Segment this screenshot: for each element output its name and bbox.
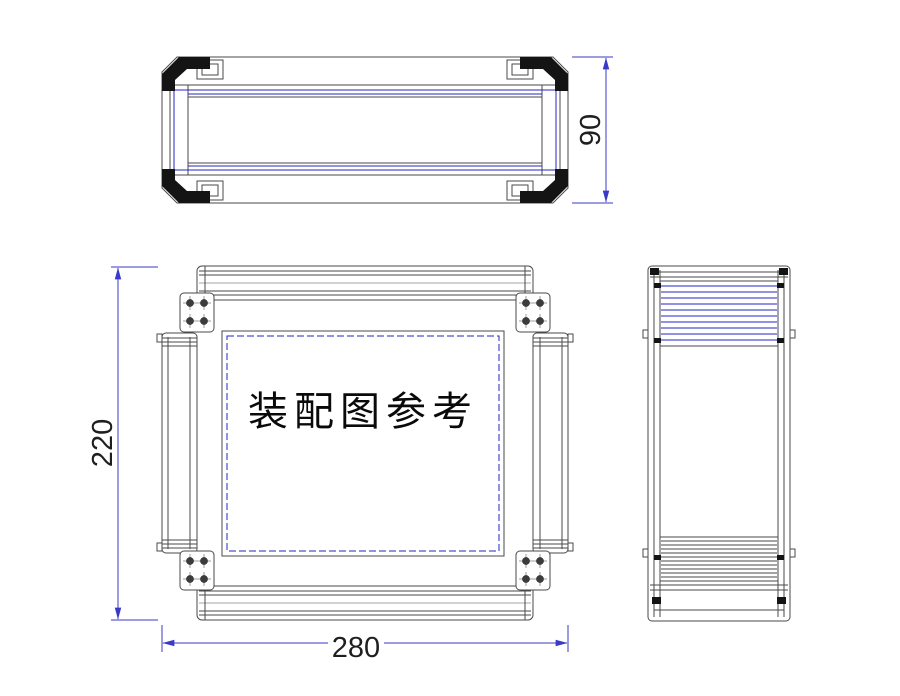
top-view-profile-lines xyxy=(166,84,564,176)
corner-cap-bottom-right xyxy=(520,169,568,203)
dim-depth-label: 90 xyxy=(575,114,607,146)
dim-height-label: 220 xyxy=(87,419,119,467)
top-rail xyxy=(196,265,534,301)
corner-plate-top-left xyxy=(179,292,215,333)
corner-cap-top-right xyxy=(520,57,568,91)
corner-plate-bottom-left xyxy=(179,550,215,591)
top-view-seal-lines xyxy=(173,89,557,171)
left-rail xyxy=(156,332,198,554)
dim-width-label: 280 xyxy=(332,632,380,664)
dim-width-label-backing xyxy=(328,629,384,659)
side-view xyxy=(642,265,796,622)
side-view-upper-slats xyxy=(654,280,784,347)
top-view xyxy=(161,56,569,204)
side-view-bottom-cap xyxy=(650,584,788,611)
corner-plate-bottom-right xyxy=(515,550,551,591)
corner-cap-top-left xyxy=(162,57,210,91)
corner-plate-top-right xyxy=(515,292,551,333)
drawing-title: 装配图参考 xyxy=(248,389,478,434)
side-view-top-cap xyxy=(650,268,788,278)
dimension-width: 280 xyxy=(161,625,569,664)
side-view-outline xyxy=(647,265,791,622)
inner-panel xyxy=(221,330,505,557)
right-rail xyxy=(532,332,574,554)
front-view: 装配图参考 xyxy=(156,265,574,621)
corner-cap-bottom-left xyxy=(162,169,210,203)
side-view-lower-slats xyxy=(654,536,784,582)
dimension-height: 220 xyxy=(87,266,158,621)
side-view-edge-lugs xyxy=(642,329,796,558)
dimension-depth: 90 xyxy=(572,56,613,204)
bottom-rail xyxy=(196,585,534,621)
